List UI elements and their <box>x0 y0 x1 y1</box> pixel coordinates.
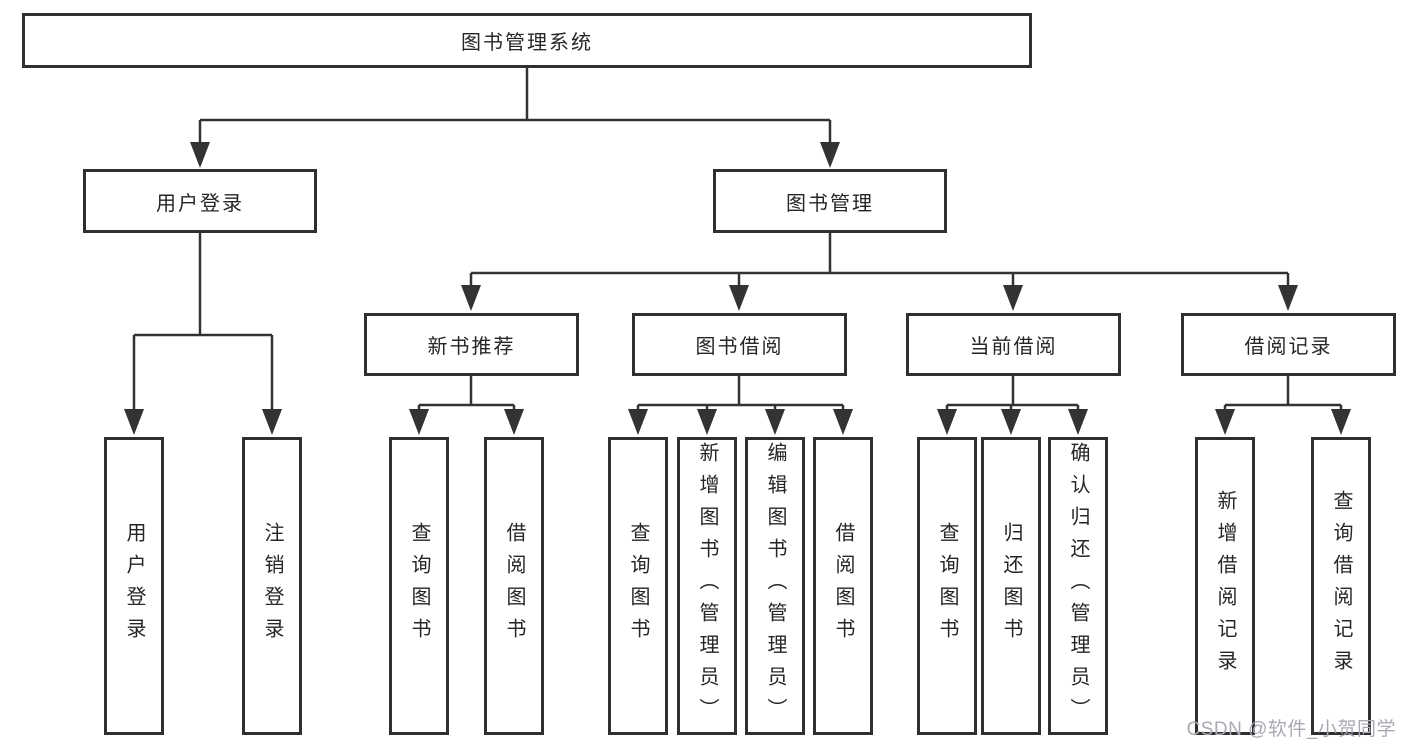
node-new-book-rec: 新书推荐 <box>364 313 579 376</box>
arrowhead <box>1068 409 1088 435</box>
node-cb-confirm-return: 确认归还（管理员） <box>1048 437 1108 735</box>
node-root: 图书管理系统 <box>22 13 1032 68</box>
arrowhead <box>124 409 144 435</box>
arrowhead <box>190 142 210 168</box>
new-book-children-connector <box>409 376 524 435</box>
book-mgmt-children-connector <box>461 233 1298 311</box>
node-user-login: 用户登录 <box>83 169 317 233</box>
arrowhead <box>628 409 648 435</box>
node-br-query-record: 查询借阅记录 <box>1311 437 1371 735</box>
connector-line <box>636 376 845 411</box>
arrowhead <box>461 285 481 311</box>
root-children-connector <box>190 68 840 168</box>
arrowhead <box>409 409 429 435</box>
current-borrow-children-connector <box>937 376 1088 435</box>
arrowhead <box>765 409 785 435</box>
node-bb-add-book: 新增图书（管理员） <box>677 437 737 735</box>
arrowhead <box>1003 285 1023 311</box>
node-book-mgmt: 图书管理 <box>713 169 947 233</box>
arrowhead <box>1278 285 1298 311</box>
node-bb-edit-book: 编辑图书（管理员） <box>745 437 805 735</box>
csdn-watermark: CSDN @软件_小贺同学 <box>1186 719 1396 740</box>
connector-line <box>469 233 1290 288</box>
node-br-add-record: 新增借阅记录 <box>1195 437 1255 735</box>
node-user-login-action: 用户登录 <box>104 437 164 735</box>
arrowhead <box>697 409 717 435</box>
arrowhead <box>729 285 749 311</box>
arrowhead <box>1331 409 1351 435</box>
borrow-record-children-connector <box>1215 376 1351 435</box>
connector-line <box>132 233 274 412</box>
arrowhead <box>820 142 840 168</box>
connector-line <box>945 376 1080 411</box>
arrowhead <box>504 409 524 435</box>
arrowhead <box>937 409 957 435</box>
node-bb-query-book: 查询图书 <box>608 437 668 735</box>
connector-line <box>417 376 516 411</box>
node-cb-return-book: 归还图书 <box>981 437 1041 735</box>
node-logout-action: 注销登录 <box>242 437 302 735</box>
node-cb-query-book: 查询图书 <box>917 437 977 735</box>
node-nb-query-book: 查询图书 <box>389 437 449 735</box>
user-login-children-connector <box>124 233 282 435</box>
arrowhead <box>833 409 853 435</box>
node-current-borrow: 当前借阅 <box>906 313 1121 376</box>
book-borrow-children-connector <box>628 376 853 435</box>
node-bb-borrow-book: 借阅图书 <box>813 437 873 735</box>
arrowhead <box>1215 409 1235 435</box>
connector-line <box>198 68 832 145</box>
node-borrow-record: 借阅记录 <box>1181 313 1396 376</box>
arrowhead <box>262 409 282 435</box>
node-book-borrow: 图书借阅 <box>632 313 847 376</box>
arrowhead <box>1001 409 1021 435</box>
connector-line <box>1223 376 1343 411</box>
node-nb-borrow-book: 借阅图书 <box>484 437 544 735</box>
